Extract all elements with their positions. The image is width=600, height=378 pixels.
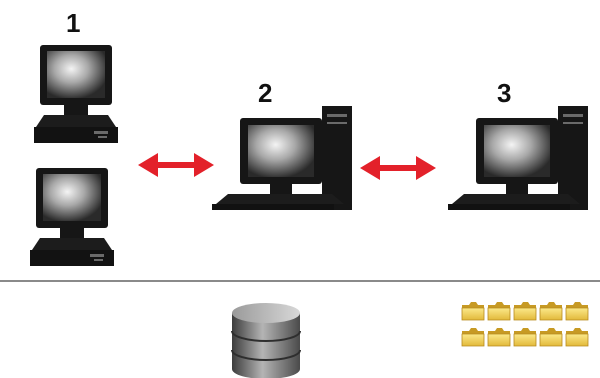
tier-3-workstation [448,106,588,210]
folder-icon [513,301,537,321]
tier-2-workstation [212,106,352,210]
folder-icon [539,301,563,321]
folder-icon [565,327,589,347]
database-icon [231,303,301,378]
folder-icon [539,327,563,347]
tier-1-label: 1 [66,8,81,38]
folder-icon [461,327,485,347]
tier-2-label: 2 [258,78,273,108]
tower-computer-icon [212,106,352,210]
double-arrow-icon [360,156,436,180]
double-arrow-icon [138,153,214,177]
tier-1-desktop-top [34,45,118,143]
tier-1-desktop-bottom [30,168,114,266]
double-arrow-2-3 [360,156,436,180]
tier-3-label: 3 [497,78,512,108]
desktop-monitor-icon [30,168,114,266]
folder-icon [565,301,589,321]
folder-icon [461,301,485,321]
desktop-monitor-icon [34,45,118,143]
folder-grid [461,301,589,347]
tower-computer-icon [448,106,588,210]
folder-icon [513,327,537,347]
folder-icon [487,301,511,321]
double-arrow-1-2 [138,153,214,177]
folder-icon [487,327,511,347]
